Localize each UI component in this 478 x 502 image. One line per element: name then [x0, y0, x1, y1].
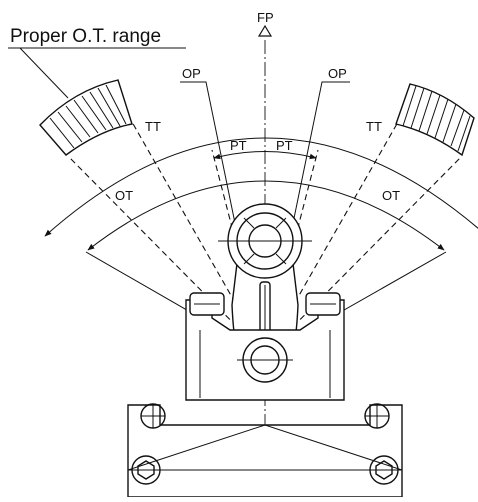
label-pt-left: PT: [230, 138, 247, 153]
label-ot-right: OT: [382, 188, 400, 203]
label-tt-right: TT: [366, 119, 382, 134]
screw-icon-top-right: [364, 403, 390, 429]
ot-range-hatch-left: [39, 79, 133, 156]
tt-arc: [44, 137, 478, 237]
pt-arc: [213, 151, 317, 160]
hex-socket-icon-left: [131, 455, 161, 485]
hex-socket-icon-right: [369, 455, 399, 485]
ot-arc: [87, 180, 445, 251]
label-fp: FP: [257, 10, 274, 25]
op-right-leader: [291, 81, 350, 229]
op-left-leader: [180, 81, 237, 229]
label-pt-right: PT: [276, 138, 293, 153]
label-ot-left: OT: [115, 188, 133, 203]
label-op-right: OP: [328, 66, 347, 81]
fp-triangle-icon: [257, 24, 273, 37]
callout-title: Proper O.T. range: [10, 26, 161, 47]
label-tt-left: TT: [145, 119, 161, 134]
roller: [218, 203, 312, 279]
screw-icon-top-left: [140, 403, 166, 429]
callout-leader: [19, 47, 69, 99]
base-plate: [127, 403, 403, 498]
pivot: [237, 337, 293, 383]
ot-range-hatch-right: [395, 83, 475, 157]
label-op-left: OP: [182, 66, 201, 81]
